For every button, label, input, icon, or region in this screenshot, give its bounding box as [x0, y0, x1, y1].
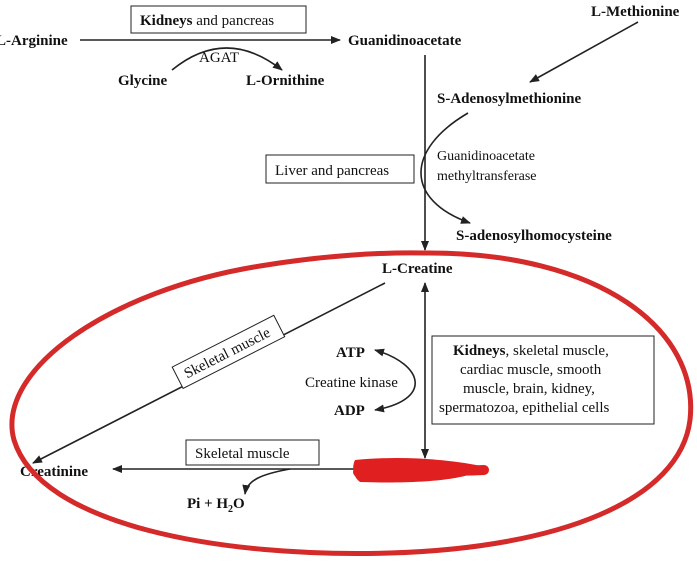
adp-label: ADP [334, 403, 365, 419]
tissues-bold: Kidneys [453, 343, 506, 359]
pi-h2o-suffix: O [233, 496, 245, 512]
l-methionine-label: L-Methionine [591, 4, 680, 20]
methionine-to-sam-arrow [529, 21, 639, 83]
skeletal-muscle-bottom-box [185, 439, 320, 466]
red-redaction-stroke [353, 465, 489, 477]
creatine-kinase-label: Creatine kinase [305, 375, 398, 391]
tissues-line2: cardiac muscle, smooth [460, 362, 602, 378]
gamt-label-line2: methyltransferase [437, 169, 537, 184]
red-circle-annotation [9, 250, 694, 556]
tissues-line1-rest: , skeletal muscle, [506, 343, 609, 359]
agat-label: AGAT [199, 50, 239, 66]
s-adenosylmethionine-label: S-Adenosylmethionine [437, 91, 582, 107]
pi-h2o-branch-arrow [242, 468, 291, 495]
guanidinoacetate-label: Guanidinoacetate [348, 33, 462, 49]
kidneys-pancreas-bold: Kidneys [140, 13, 193, 29]
pi-h2o-label: Pi + H2O [187, 496, 245, 515]
pi-h2o-prefix: Pi + H [187, 496, 228, 512]
creatine-kinase-curve-arrow [374, 348, 416, 413]
l-creatine-label: L-Creatine [382, 261, 453, 277]
atp-label: ATP [336, 345, 365, 361]
gamt-curve-arrow [420, 112, 471, 224]
tissues-line4: spermatozoa, epithelial cells [439, 400, 610, 416]
agat-curve-arrow [171, 47, 283, 71]
l-ornithine-label: L-Ornithine [246, 73, 325, 89]
skeletal-muscle-bottom-text: Skeletal muscle [195, 446, 290, 462]
skeletal-muscle-diagonal-text: Skeletal muscle [182, 325, 274, 382]
gamt-label-line1: Guanidinoacetate [437, 149, 535, 164]
pi-h2o-subscript: 2 [228, 504, 233, 515]
skeletal-muscle-diagonal-box [171, 314, 286, 390]
kidneys-pancreas-text: Kidneys and pancreas [140, 13, 274, 29]
tissues-line1: Kidneys, skeletal muscle, [453, 343, 609, 359]
kidneys-pancreas-rest: and pancreas [193, 13, 275, 29]
glycine-label: Glycine [118, 73, 168, 89]
skeletal-muscle-diagonal-group: Skeletal muscle [171, 314, 286, 390]
liver-pancreas-box [265, 154, 415, 184]
liver-pancreas-text: Liver and pancreas [275, 163, 389, 179]
s-adenosylhomocysteine-label: S-adenosylhomocysteine [456, 228, 612, 244]
tissues-line3: muscle, brain, kidney, [463, 381, 595, 397]
tissues-box [431, 335, 655, 425]
kidneys-pancreas-box [130, 5, 307, 34]
l-arginine-label: L-Arginine [0, 33, 68, 49]
